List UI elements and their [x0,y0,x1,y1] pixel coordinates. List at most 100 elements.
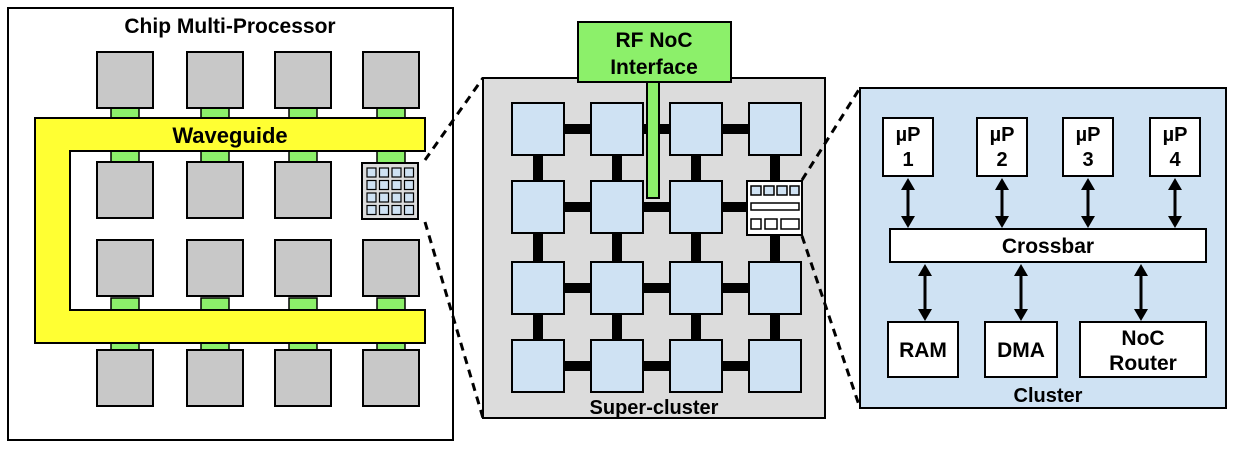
cluster-node [511,102,565,156]
processor-4 [1149,117,1201,177]
waveguide [34,117,426,344]
mini-cluster [391,192,402,203]
cluster-node [669,261,723,315]
zoom-line [800,235,862,409]
mesh-link [643,361,670,371]
crossbar [889,228,1207,263]
processor-1-name: µP [896,124,921,146]
mesh-link [691,155,701,181]
waveguide-connector [288,297,318,311]
cluster-node [748,261,802,315]
mesh-link [533,233,543,262]
processor-core [362,51,420,109]
processor-core [186,349,244,407]
waveguide-connector [376,297,406,311]
mini-cluster [366,192,377,203]
arrow-head [901,178,915,190]
super-cluster-nodes [511,102,802,393]
ram-block [887,321,959,378]
processor-1-number: 1 [902,149,913,171]
processor-core [96,51,154,109]
processor-3-number: 3 [1082,149,1093,171]
mini-cluster [403,204,415,216]
processor-2-number: 2 [996,149,1007,171]
mesh-link [770,314,780,340]
mesh-link [770,233,780,262]
waveguide-connector [200,107,230,119]
mesh-link [612,233,622,262]
cluster-node [669,339,723,393]
mesh-link [612,314,622,340]
processor-4-name: µP [1163,124,1188,146]
bidirectional-arrow [1168,178,1182,228]
arrow-head [1014,264,1028,276]
processor-core [274,349,332,407]
mesh-link [722,202,749,212]
bidirectional-arrow [918,264,932,321]
rf-noc-interface [577,21,732,83]
mesh-link [564,202,591,212]
cluster-node [511,180,565,234]
processor-2-name: µP [990,124,1015,146]
mini-cluster [391,204,402,216]
waveguide-connector [110,107,140,119]
bus-arrows [901,178,1182,321]
selected-cluster [746,180,803,236]
arrow-head [1081,178,1095,190]
cluster-title: Cluster [1014,385,1083,407]
cluster-node [511,339,565,393]
core-grid [96,51,420,407]
waveguide-connector [200,297,230,311]
bidirectional-arrow [1014,264,1028,321]
mesh-link [533,155,543,181]
bidirectional-arrow [1134,264,1148,321]
crossbar-label: Crossbar [1002,235,1094,258]
cluster-node [590,102,644,156]
arrow-head [1014,309,1028,321]
arrow-head [1168,216,1182,228]
processor-2 [976,117,1028,177]
arrow-head [918,309,932,321]
noc-router-label-line1: NoC [1121,327,1164,350]
cluster-node [511,261,565,315]
waveguide-connector [110,297,140,311]
processor-core [362,239,420,297]
arrow-head [1081,216,1095,228]
noc-router-label-line2: Router [1109,352,1177,375]
arrow-head [995,216,1009,228]
arrow-head [995,178,1009,190]
processor-core [362,349,420,407]
arrow-head [1168,178,1182,190]
cluster-node [590,180,644,234]
mini-cluster [366,179,377,191]
rf-noc-label-line1: RF NoC [616,29,693,52]
mesh-link [691,233,701,262]
processor-3-name: µP [1076,124,1101,146]
processor-core [186,239,244,297]
processor-4-number: 4 [1169,149,1181,171]
processor-core [274,51,332,109]
processor-core [96,349,154,407]
mini-cluster [391,167,402,178]
processor-1 [882,117,934,177]
arrow-head [1134,264,1148,276]
waveguide-label: Waveguide [172,123,287,148]
mesh-link [533,314,543,340]
mini-cluster [403,167,415,178]
processor-core [274,239,332,297]
zoom-line [423,77,485,161]
processor-core [186,51,244,109]
mesh-link [564,124,591,134]
selected-super-cluster [361,162,419,220]
zoom-line [800,87,862,181]
processor-core [96,161,154,219]
mini-cluster [366,204,377,216]
mesh-link [612,155,622,181]
dma-label: DMA [997,339,1045,362]
noc-router-block [1079,321,1207,378]
mini-cluster [378,167,390,178]
bidirectional-arrow [995,178,1009,228]
mesh-link [643,202,670,212]
cluster-node [590,339,644,393]
ram-label: RAM [899,339,947,362]
